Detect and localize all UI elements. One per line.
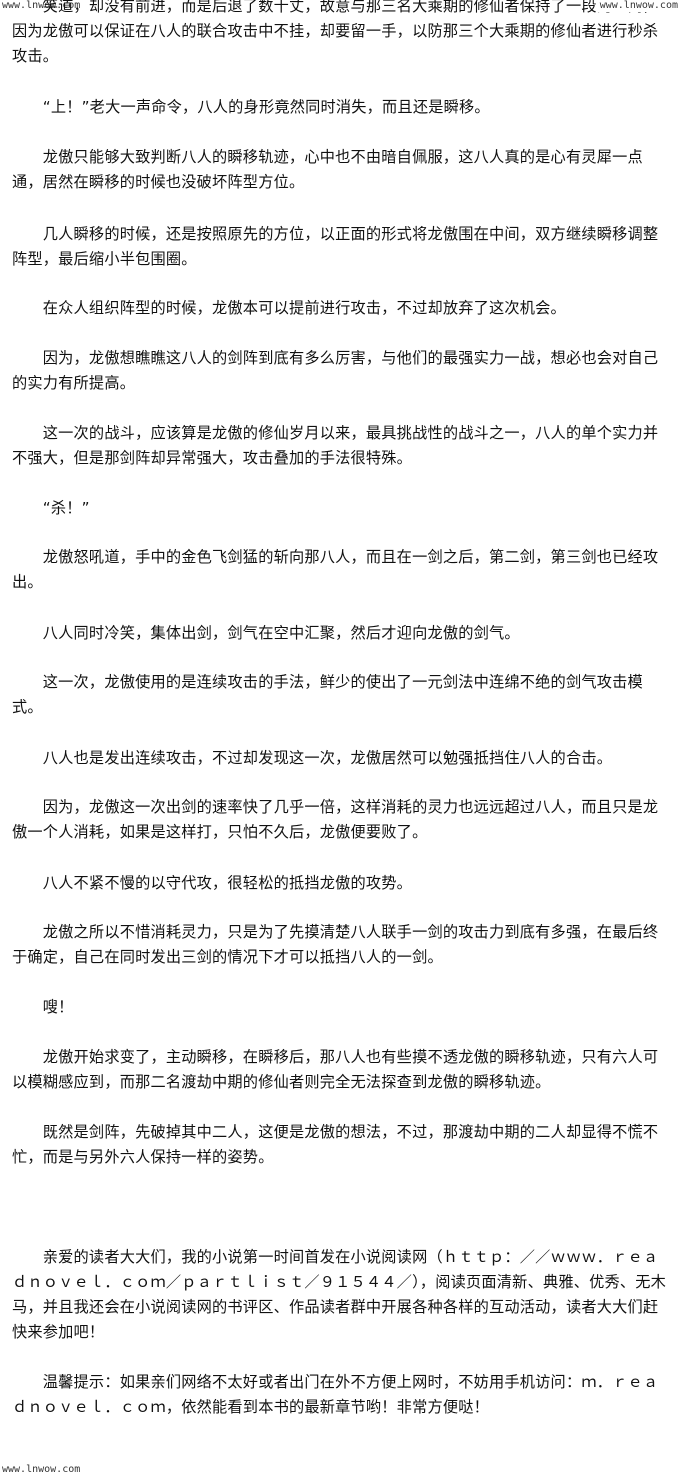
paragraph-8: “杀！” <box>12 499 90 517</box>
paragraph-3: 龙傲只能够大致判断八人的瞬移轨迹，心中也不由暗自佩服，这八人真的是心有灵犀一点通… <box>12 148 643 191</box>
paragraph-17: 龙傲开始求变了，主动瞬移，在瞬移后，那八人也有些摸不透龙傲的瞬移轨迹，只有六人可… <box>12 1048 659 1091</box>
paragraph-1: 笑道，却没有前进，而是后退了数十丈，故意与那三名大乘期的修仙者保持了一段的距离，… <box>12 0 659 65</box>
watermark-bottom-left: www.lnwow.com <box>2 1464 81 1475</box>
paragraph-13: 因为，龙傲这一次出剑的速率快了几乎一倍，这样消耗的灵力也远远超过八人，而且只是龙… <box>12 798 659 841</box>
paragraph-10: 八人同时冷笑，集体出剑，剑气在空中汇聚，然后才迎向龙傲的剑气。 <box>12 624 520 642</box>
paragraph-6: 因为，龙傲想瞧瞧这八人的剑阵到底有多么厉害，与他们的最强实力一战，想必也会对自己… <box>12 349 659 392</box>
paragraph-14: 八人不紧不慢的以守代攻，很轻松的抵挡龙傲的攻势。 <box>12 874 413 892</box>
paragraph-16: 嗖！ <box>12 998 74 1016</box>
paragraph-11: 这一次，龙傲使用的是连续攻击的手法，鲜少的使出了一元剑法中连绵不绝的剑气攻击模式… <box>12 673 643 716</box>
paragraph-12: 八人也是发出连续攻击，不过却发现这一次，龙傲居然可以勉强抵挡住八人的合击。 <box>12 749 613 767</box>
paragraph-7: 这一次的战斗，应该算是龙傲的修仙岁月以来，最具挑战性的战斗之一，八人的单个实力并… <box>12 424 659 467</box>
reader-notice-paragraph: 亲爱的读者大大们，我的小说第一时间首发在小说阅读网（ｈｔｔｐ：／／ｗｗｗ．ｒｅａ… <box>12 1248 667 1341</box>
watermark-top-right: www.lnwow.com <box>597 0 678 12</box>
paragraph-18: 既然是剑阵，先破掉其中二人，这便是龙傲的想法，不过，那渡劫中期的二人却显得不慌不… <box>12 1123 659 1166</box>
paragraph-15: 龙傲之所以不惜消耗灵力，只是为了先摸清楚八人联手一剑的攻击力到底有多强，在最后终… <box>12 923 659 966</box>
mobile-tip-paragraph: 温馨提示：如果亲们网络不太好或者出门在外不方便上网时，不妨用手机访问：ｍ．ｒｅａ… <box>12 1373 659 1416</box>
paragraph-2: “上！”老大一声命令，八人的身形竟然同时消失，而且还是瞬移。 <box>12 98 490 116</box>
paragraph-9: 龙傲怒吼道，手中的金色飞剑猛的斩向那八人，而且在一剑之后，第二剑，第三剑也已经攻… <box>12 548 659 591</box>
paragraph-4: 几人瞬移的时候，还是按照原先的方位，以正面的形式将龙傲围在中间，双方继续瞬移调整… <box>12 225 659 268</box>
watermark-top-left: www.lnwow.com <box>2 0 81 11</box>
paragraph-5: 在众人组织阵型的时候，龙傲本可以提前进行攻击，不过却放弃了这次机会。 <box>12 299 566 317</box>
